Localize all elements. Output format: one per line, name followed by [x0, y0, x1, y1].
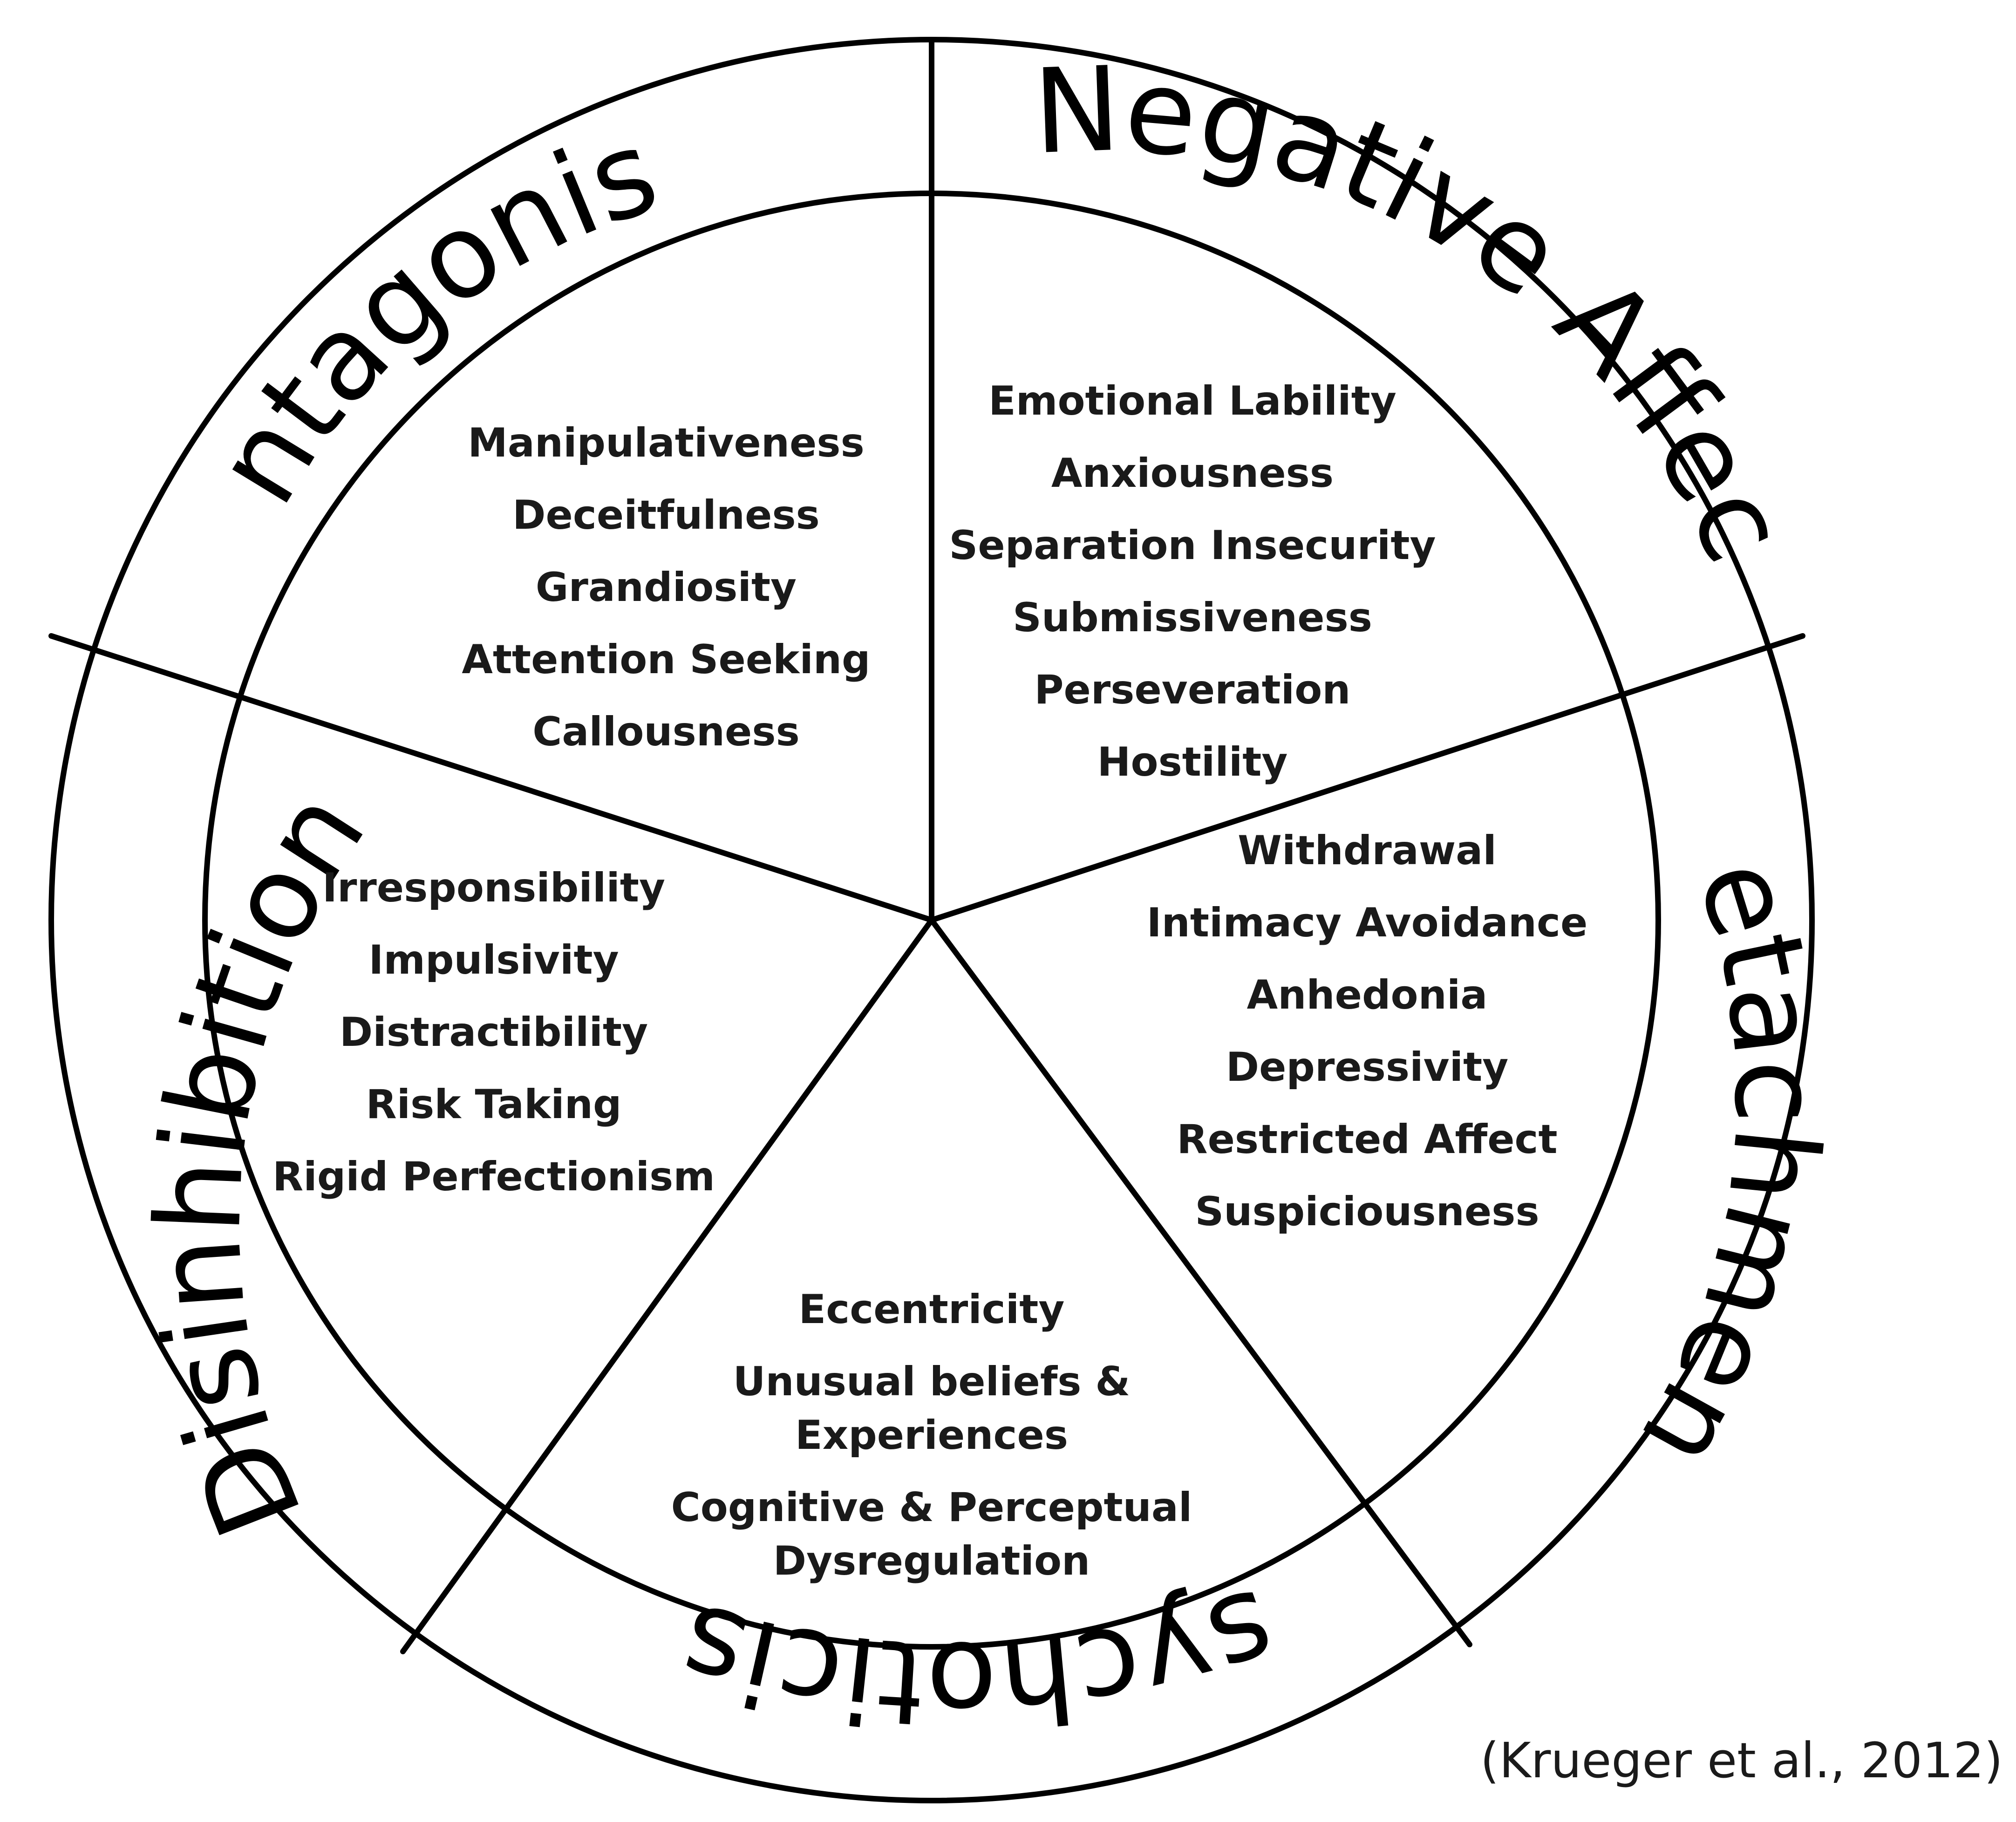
facet-label: Experiences	[795, 1412, 1068, 1459]
divider-psychoticism-disinhibition	[400, 917, 934, 1654]
facet-label: Eccentricity	[799, 1286, 1065, 1333]
facet-list-detachment: Withdrawal Intimacy Avoidance Anhedonia …	[1147, 827, 1588, 1235]
facet-list-antagonism: Manipulativeness Deceitfulness Grandiosi…	[462, 420, 870, 755]
facet-label: Hostility	[1097, 739, 1288, 785]
facet-label: Rigid Perfectionism	[272, 1153, 715, 1200]
facet-label: Callousness	[532, 709, 800, 755]
facet-label: Distractibility	[340, 1009, 648, 1056]
facet-label: Unusual beliefs &	[733, 1358, 1131, 1405]
facet-label: Suspiciousness	[1195, 1188, 1539, 1235]
facet-label: Submissiveness	[1013, 594, 1372, 641]
facet-label: Withdrawal	[1238, 827, 1497, 874]
facet-label: Attention Seeking	[462, 636, 870, 683]
facet-label: Grandiosity	[536, 564, 797, 611]
divider-disinhibition-antagonism	[48, 633, 934, 923]
facet-label: Deceitfulness	[512, 492, 820, 539]
facet-list-disinhibition: Irresponsibility Impulsivity Distractibi…	[272, 865, 715, 1200]
facet-label: Risk Taking	[366, 1081, 621, 1128]
facet-label: Irresponsibility	[322, 865, 665, 911]
facet-label: Separation Insecurity	[949, 522, 1436, 569]
divider-detachment-psychoticism	[929, 917, 1472, 1647]
facet-label: Anxiousness	[1051, 450, 1334, 497]
facet-list-negative-affect: Emotional Lability Anxiousness Separatio…	[949, 378, 1436, 785]
facet-label: Manipulativeness	[468, 420, 865, 466]
facet-label: Perseveration	[1034, 667, 1350, 713]
facet-label: Emotional Lability	[988, 378, 1396, 424]
facet-label: Cognitive & Perceptual	[671, 1484, 1192, 1531]
facet-label: Depressivity	[1226, 1044, 1509, 1091]
facet-label: Impulsivity	[368, 937, 619, 983]
facet-label: Anhedonia	[1247, 972, 1488, 1018]
divider-negative-affect-detachment	[929, 633, 1805, 923]
facet-label: Restricted Affect	[1177, 1116, 1557, 1163]
facet-list-psychoticism: Eccentricity Unusual beliefs & Experienc…	[671, 1286, 1192, 1584]
citation: (Krueger et al., 2012)	[1480, 1732, 2003, 1789]
facet-label: Dysregulation	[773, 1538, 1090, 1584]
facet-label: Intimacy Avoidance	[1147, 900, 1588, 946]
